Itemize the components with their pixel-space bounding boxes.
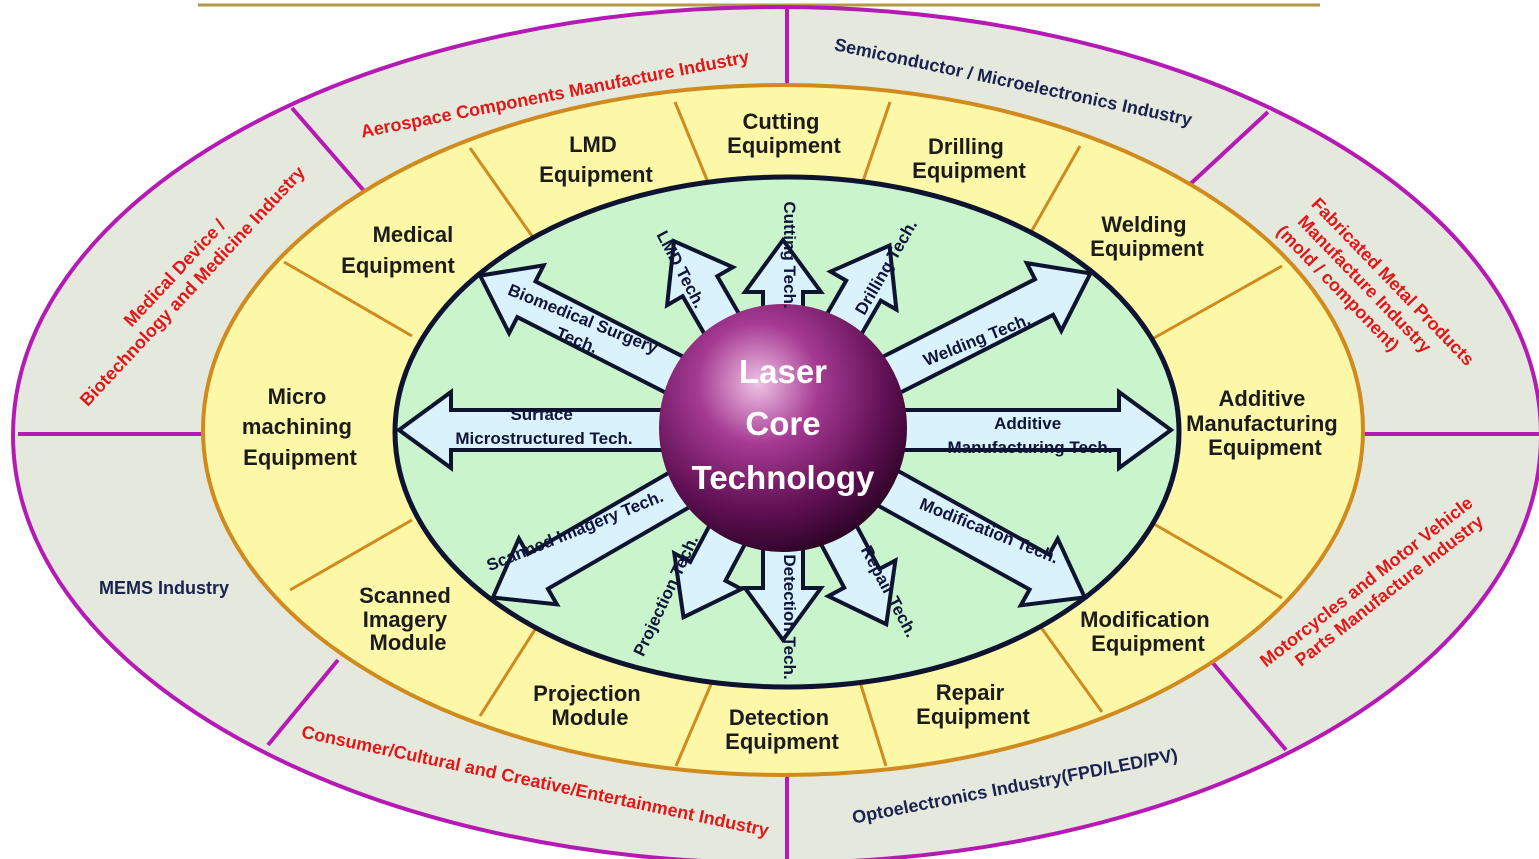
equipment-label-modification: Modification Equipment — [1080, 607, 1216, 656]
tech-label-surface: Surface Microstructured Tech. — [455, 405, 632, 448]
equipment-label-micro: Micro machining Equipment — [242, 384, 358, 470]
equipment-label-repair: Repair Equipment — [916, 680, 1030, 729]
tech-label-detection: Detection Tech. — [780, 554, 799, 679]
equipment-label-welding: Welding Equipment — [1090, 212, 1204, 261]
industry-label-mems: MEMS Industry — [99, 578, 229, 598]
tech-label-cutting: Cutting Tech. — [780, 201, 799, 308]
core-sphere — [659, 304, 907, 552]
industry-dividers — [18, 8, 1539, 859]
equipment-label-lmd: LMD Equipment — [539, 132, 653, 187]
equipment-label-medical: Medical Equipment — [341, 222, 459, 278]
equipment-label-scanned: Scanned Imagery Module — [359, 583, 457, 655]
core-title-line-3: Technology — [692, 459, 875, 496]
equipment-dividers — [283, 101, 1283, 767]
equipment-label-additive: Additive Manufacturing Equipment — [1186, 386, 1344, 460]
equipment-label-detection: Detection Equipment — [725, 705, 839, 754]
core-title-line-2: Core — [745, 405, 820, 442]
equipment-label-projection: Projection Module — [533, 681, 647, 730]
equipment-labels: Cutting Equipment Drilling Equipment Wel… — [242, 109, 1344, 754]
core-title-line-1: Laser — [739, 353, 827, 390]
equipment-label-cutting: Cutting Equipment — [727, 109, 841, 158]
equipment-label-drilling: Drilling Equipment — [912, 134, 1026, 183]
tech-label-additive: Additive Manufacturing Tech. — [948, 414, 1113, 457]
